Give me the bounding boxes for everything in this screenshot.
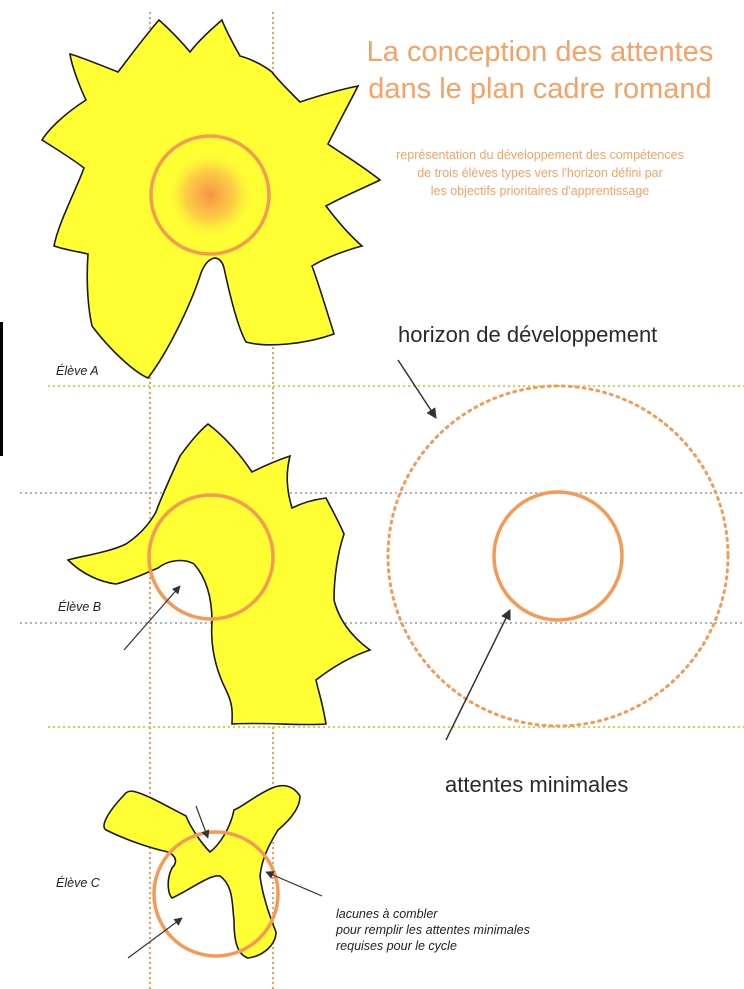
subtitle-line-1: représentation du développement des comp…	[340, 146, 740, 164]
horizon-label: horizon de développement	[398, 322, 657, 348]
student-c-shape	[104, 786, 300, 958]
student-a-label: Élève A	[56, 364, 99, 378]
diagram-title: La conception des attentes dans le plan …	[340, 34, 740, 108]
student-b-shape	[68, 424, 370, 725]
student-a-core-glow	[165, 150, 255, 240]
development-horizon-circle	[388, 386, 728, 726]
minimum-label: attentes minimales	[445, 772, 628, 798]
subtitle-line-3: les objectifs prioritaires d'apprentissa…	[340, 182, 740, 200]
minimum-arrow	[446, 610, 510, 740]
title-line-2: dans le plan cadre romand	[340, 71, 740, 108]
horizon-arrow	[398, 360, 436, 418]
gap-arrow-b	[124, 586, 180, 650]
gap-note-line-1: lacunes à combler	[336, 906, 616, 922]
student-c-label: Élève C	[56, 876, 100, 890]
diagram-subtitle: représentation du développement des comp…	[340, 146, 740, 200]
gap-arrow-c-right	[266, 872, 322, 896]
minimum-expectations-circle	[494, 492, 622, 620]
gap-note: lacunes à combler pour remplir les atten…	[336, 906, 616, 954]
title-line-1: La conception des attentes	[340, 34, 740, 71]
gap-note-line-2: pour remplir les attentes minimales	[336, 922, 616, 938]
gap-note-line-3: requises pour le cycle	[336, 938, 616, 954]
student-b-label: Élève B	[58, 600, 101, 614]
subtitle-line-2: de trois élèves types vers l'horizon déf…	[340, 164, 740, 182]
